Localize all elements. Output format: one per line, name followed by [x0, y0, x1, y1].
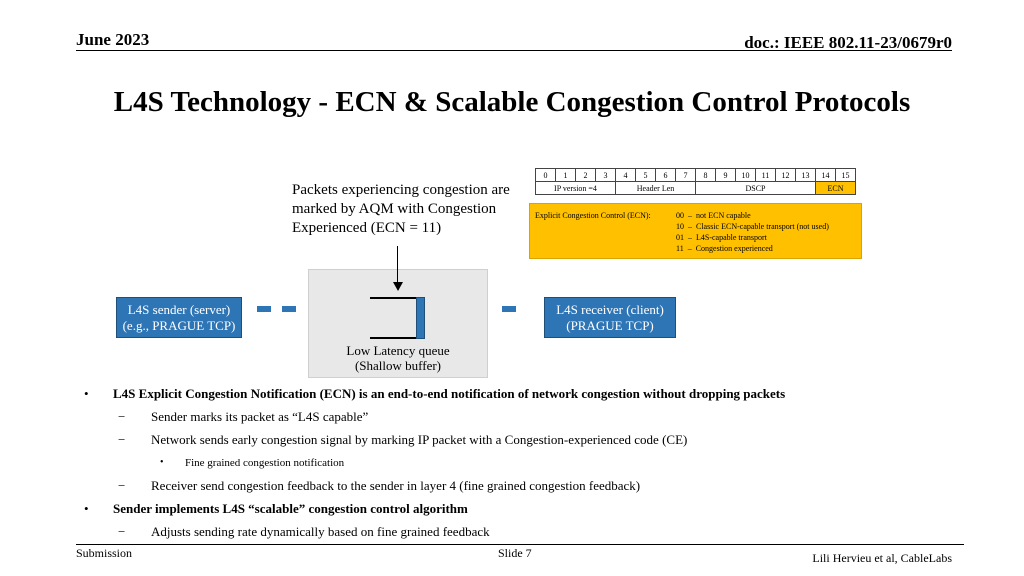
bullet-marker: •	[160, 457, 164, 468]
bullet-text: Network sends early congestion signal by…	[151, 432, 688, 447]
ecn-code-line: 10 – Classic ECN-capable transport (not …	[676, 222, 829, 231]
marking-arrow	[397, 246, 398, 284]
footer-divider	[76, 544, 964, 545]
header-doc-id: doc.: IEEE 802.11-23/0679r0	[744, 33, 952, 52]
ecn-code-line: 11 – Congestion experienced	[676, 244, 773, 253]
packet-icon	[502, 306, 516, 312]
bit-index-cell: 15	[835, 168, 856, 182]
bullet-marker: •	[84, 501, 89, 516]
l4s-receiver-node: L4S receiver (client) (PRAGUE TCP)	[544, 297, 676, 338]
bit-index-cell: 0	[535, 168, 556, 182]
bullet-item: − Sender marks its packet as “L4S capable…	[84, 409, 964, 432]
arrow-head-icon	[393, 282, 403, 291]
bit-index-cell: 10	[735, 168, 756, 182]
bullet-list: • L4S Explicit Congestion Notification (E…	[84, 386, 964, 547]
bit-index-cell: 11	[755, 168, 776, 182]
footer-slide-number: Slide 7	[498, 546, 532, 560]
queue-label-line: (Shallow buffer)	[354, 358, 442, 373]
bullet-item: − Network sends early congestion signal b…	[84, 432, 964, 455]
sender-sublabel: (e.g., PRAGUE TCP)	[122, 317, 236, 333]
bullet-marker: •	[84, 386, 89, 401]
bit-index-cell: 7	[675, 168, 696, 182]
header-field-cell: ECN	[815, 181, 856, 195]
footer-submission: Submission	[76, 546, 133, 560]
bit-index-cell: 9	[715, 168, 736, 182]
packet-icon	[257, 306, 271, 312]
ecn-legend-label: Explicit Congestion Control (ECN):	[535, 211, 651, 220]
queue-icon	[370, 297, 416, 339]
bit-index-cell: 8	[695, 168, 716, 182]
bit-index-cell: 13	[795, 168, 816, 182]
bullet-marker: −	[118, 478, 126, 493]
queue-label: Low Latency queue (Shallow buffer)	[308, 343, 488, 373]
ecn-code-line: 00 – not ECN capable	[676, 211, 751, 220]
footer-author: Lili Hervieu et al, CableLabs	[812, 551, 952, 565]
header-divider	[76, 50, 952, 51]
bullet-text: L4S Explicit Congestion Notification (EC…	[113, 386, 786, 401]
bit-index-cell: 12	[775, 168, 796, 182]
bit-index-cell: 1	[555, 168, 576, 182]
queue-label-line: Low Latency queue	[346, 343, 450, 358]
ecn-legend: Explicit Congestion Control (ECN): 00 – …	[529, 203, 862, 259]
ecn-codes: 00 – not ECN capable 10 – Classic ECN-cap…	[676, 210, 829, 254]
bullet-text: Sender implements L4S “scalable” congest…	[113, 501, 468, 516]
sender-label: L4S sender (server)	[127, 301, 231, 317]
receiver-label: L4S receiver (client)	[556, 301, 664, 317]
bullet-item: − Receiver send congestion feedback to t…	[84, 478, 964, 501]
bit-index-cell: 6	[655, 168, 676, 182]
bullet-text: Receiver send congestion feedback to the…	[151, 478, 641, 493]
header-field-cell: DSCP	[695, 181, 816, 195]
bullet-item: • Fine grained congestion notification	[84, 455, 964, 478]
receiver-sublabel: (PRAGUE TCP)	[566, 317, 654, 333]
header-field-cell: Header Len	[615, 181, 696, 195]
packet-icon	[282, 306, 296, 312]
bit-index-cell: 4	[615, 168, 636, 182]
bit-index-cell: 14	[815, 168, 836, 182]
queue-packet-icon	[416, 297, 425, 339]
bullet-item: − Adjusts sending rate dynamically based …	[84, 524, 964, 547]
header-field-cell: IP version =4	[535, 181, 616, 195]
congestion-annotation: Packets experiencing congestion are mark…	[292, 182, 510, 236]
l4s-sender-node: L4S sender (server) (e.g., PRAGUE TCP)	[116, 297, 242, 338]
bit-index-cell: 5	[635, 168, 656, 182]
bit-index-cell: 2	[575, 168, 596, 182]
bullet-marker: −	[118, 409, 126, 424]
slide-title: L4S Technology - ECN & Scalable Congesti…	[113, 86, 911, 118]
bullet-item: • Sender implements L4S “scalable” conges…	[84, 501, 964, 524]
bullet-marker: −	[118, 524, 126, 539]
bullet-text: Adjusts sending rate dynamically based o…	[151, 524, 490, 539]
header-date: June 2023	[76, 30, 150, 49]
bit-index-cell: 3	[595, 168, 616, 182]
bullet-marker: −	[118, 432, 126, 447]
bullet-text: Sender marks its packet as “L4S capable”	[151, 409, 369, 424]
bullet-item: • L4S Explicit Congestion Notification (E…	[84, 386, 964, 409]
bullet-text: Fine grained congestion notification	[185, 457, 345, 469]
queue-box	[308, 269, 488, 378]
ecn-code-line: 01 – L4S-capable transport	[676, 233, 767, 242]
